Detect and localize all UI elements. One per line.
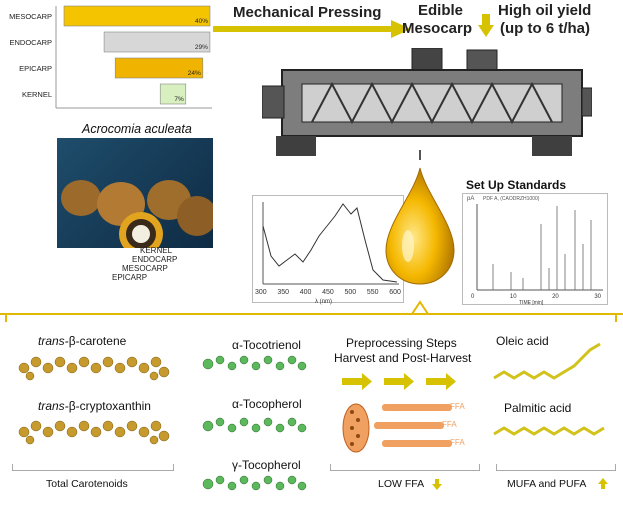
cryptoxanthin-molecule [18, 420, 170, 445]
trans-prefix-2: trans- [38, 399, 69, 413]
uv-tick-500: 500 [344, 289, 357, 296]
ffa-chains [374, 404, 452, 447]
bar-endocarp [103, 31, 211, 53]
screw-press-machine [262, 48, 592, 156]
gold-bracket-top [0, 300, 623, 322]
gc-tick-30: 30 [594, 294, 601, 300]
beta-carotene-label: trans-β-carotene [38, 334, 127, 348]
a-tocopherol-label: α-Tocopherol [232, 397, 302, 411]
ffa-label-3: FFA [450, 438, 465, 447]
gc-x-label: TIME [min] [519, 300, 544, 306]
bracket-fatty-acids [496, 464, 616, 471]
low-ffa-down-arrow [432, 479, 442, 490]
gc-tick-20: 20 [552, 294, 559, 300]
bracket-carotenoids [12, 464, 174, 471]
ffa-label-1: FFA [450, 402, 465, 411]
bar-epicarp [114, 57, 204, 79]
beta-carotene-molecule [18, 356, 170, 381]
value-label-endocarp: 29% [195, 44, 208, 51]
press-output-arrow [419, 150, 421, 160]
category-label-epicarp: EPICARP [19, 64, 52, 73]
process-step-arrows [342, 373, 456, 390]
fruit-label-epicarp: EPICARP [112, 273, 148, 282]
uv-x-label: λ (nm) [315, 299, 332, 305]
palmitic-acid-label: Palmitic acid [504, 401, 572, 415]
cryptoxanthin-label: trans-β-cryptoxanthin [38, 399, 151, 413]
category-label-kernel: KERNEL [22, 90, 52, 99]
oleic-acid-molecule [493, 342, 601, 380]
standards-title: Set Up Standards [466, 178, 567, 192]
value-label-epicarp: 24% [188, 70, 201, 77]
ffa-label-2: FFA [442, 420, 457, 429]
edible-label-1: Edible [418, 2, 464, 19]
bar-mesocarp [63, 5, 211, 27]
uv-tick-600: 600 [389, 289, 401, 296]
bar-chart-svg: MESOCARP 40% ENDOCARP 29% EPICARP 24% KERNEL 7% [9, 5, 212, 109]
gc-chromatogram-svg [476, 204, 603, 291]
fruit-composition-chart: MESOCARP 40% ENDOCARP 29% EPICARP 24% KERNEL 7% [0, 0, 215, 112]
total-carotenoids-label: Total Carotenoids [46, 478, 128, 490]
yield-label-1: High oil yield [498, 2, 592, 19]
g-tocopherol-label: γ-Tocopherol [232, 458, 301, 472]
gc-tick-0: 0 [471, 294, 475, 300]
category-label-endocarp: ENDOCARP [9, 38, 52, 47]
preprocessing-title-2: Harvest and Post-Harvest [334, 351, 472, 365]
mechanical-pressing-label: Mechanical Pressing [233, 4, 382, 21]
uv-tick-550: 550 [366, 289, 379, 296]
a-tocopherol-molecule [202, 417, 307, 433]
oleic-acid-label: Oleic acid [496, 334, 549, 348]
trans-prefix-1: trans- [38, 334, 69, 348]
palmitic-acid-molecule [493, 426, 605, 436]
gc-chromatogram-panel: PDF A, (CAODRZH1000) pA 0 10 20 30 TIME … [462, 193, 608, 306]
low-ffa-label: LOW FFA [378, 478, 425, 490]
fruit-label-kernel: KERNEL [140, 246, 173, 255]
yield-down-arrow [478, 14, 494, 37]
value-label-kernel: 7% [174, 96, 184, 103]
fruit-photo [57, 138, 213, 248]
g-tocopherol-molecule [202, 475, 307, 491]
yield-label-2: (up to 6 t/ha) [500, 20, 590, 37]
uv-tick-400: 400 [299, 289, 312, 296]
fruit-label-endocarp: ENDOCARP [132, 255, 178, 264]
gc-header: PDF A, (CAODRZH1000) [483, 196, 540, 202]
mufa-up-arrow [598, 478, 608, 489]
oil-drop-icon [385, 167, 455, 285]
gc-tick-10: 10 [509, 294, 517, 300]
tocotrienol-label: α-Tocotrienol [232, 338, 301, 352]
edible-label-2: Mesocarp [402, 20, 473, 37]
category-label-mesocarp: MESOCARP [9, 12, 52, 21]
mufa-pufa-label: MUFA and PUFA [507, 478, 587, 490]
fruit-illustration [61, 180, 213, 248]
bar-kernel [159, 83, 187, 105]
species-title: Acrocomia aculeata [82, 122, 192, 136]
uv-tick-450: 450 [322, 289, 334, 296]
triglyceride-icon [342, 403, 370, 453]
bracket-preprocessing [330, 464, 480, 471]
uv-spectrum-panel: 300 350 400 450 500 550 600 λ (nm) [252, 195, 404, 305]
uv-tick-350: 350 [277, 289, 290, 296]
uv-tick-300: 300 [255, 289, 267, 296]
preprocessing-title-1: Preprocessing Steps [346, 336, 457, 350]
tocotrienol-molecule [202, 355, 307, 371]
value-label-mesocarp: 40% [195, 18, 208, 25]
uv-spectrum-svg [262, 202, 399, 285]
fruit-label-mesocarp: MESOCARP [122, 264, 168, 273]
gc-y-label: pA [467, 196, 475, 202]
pressing-arrow [213, 20, 411, 38]
